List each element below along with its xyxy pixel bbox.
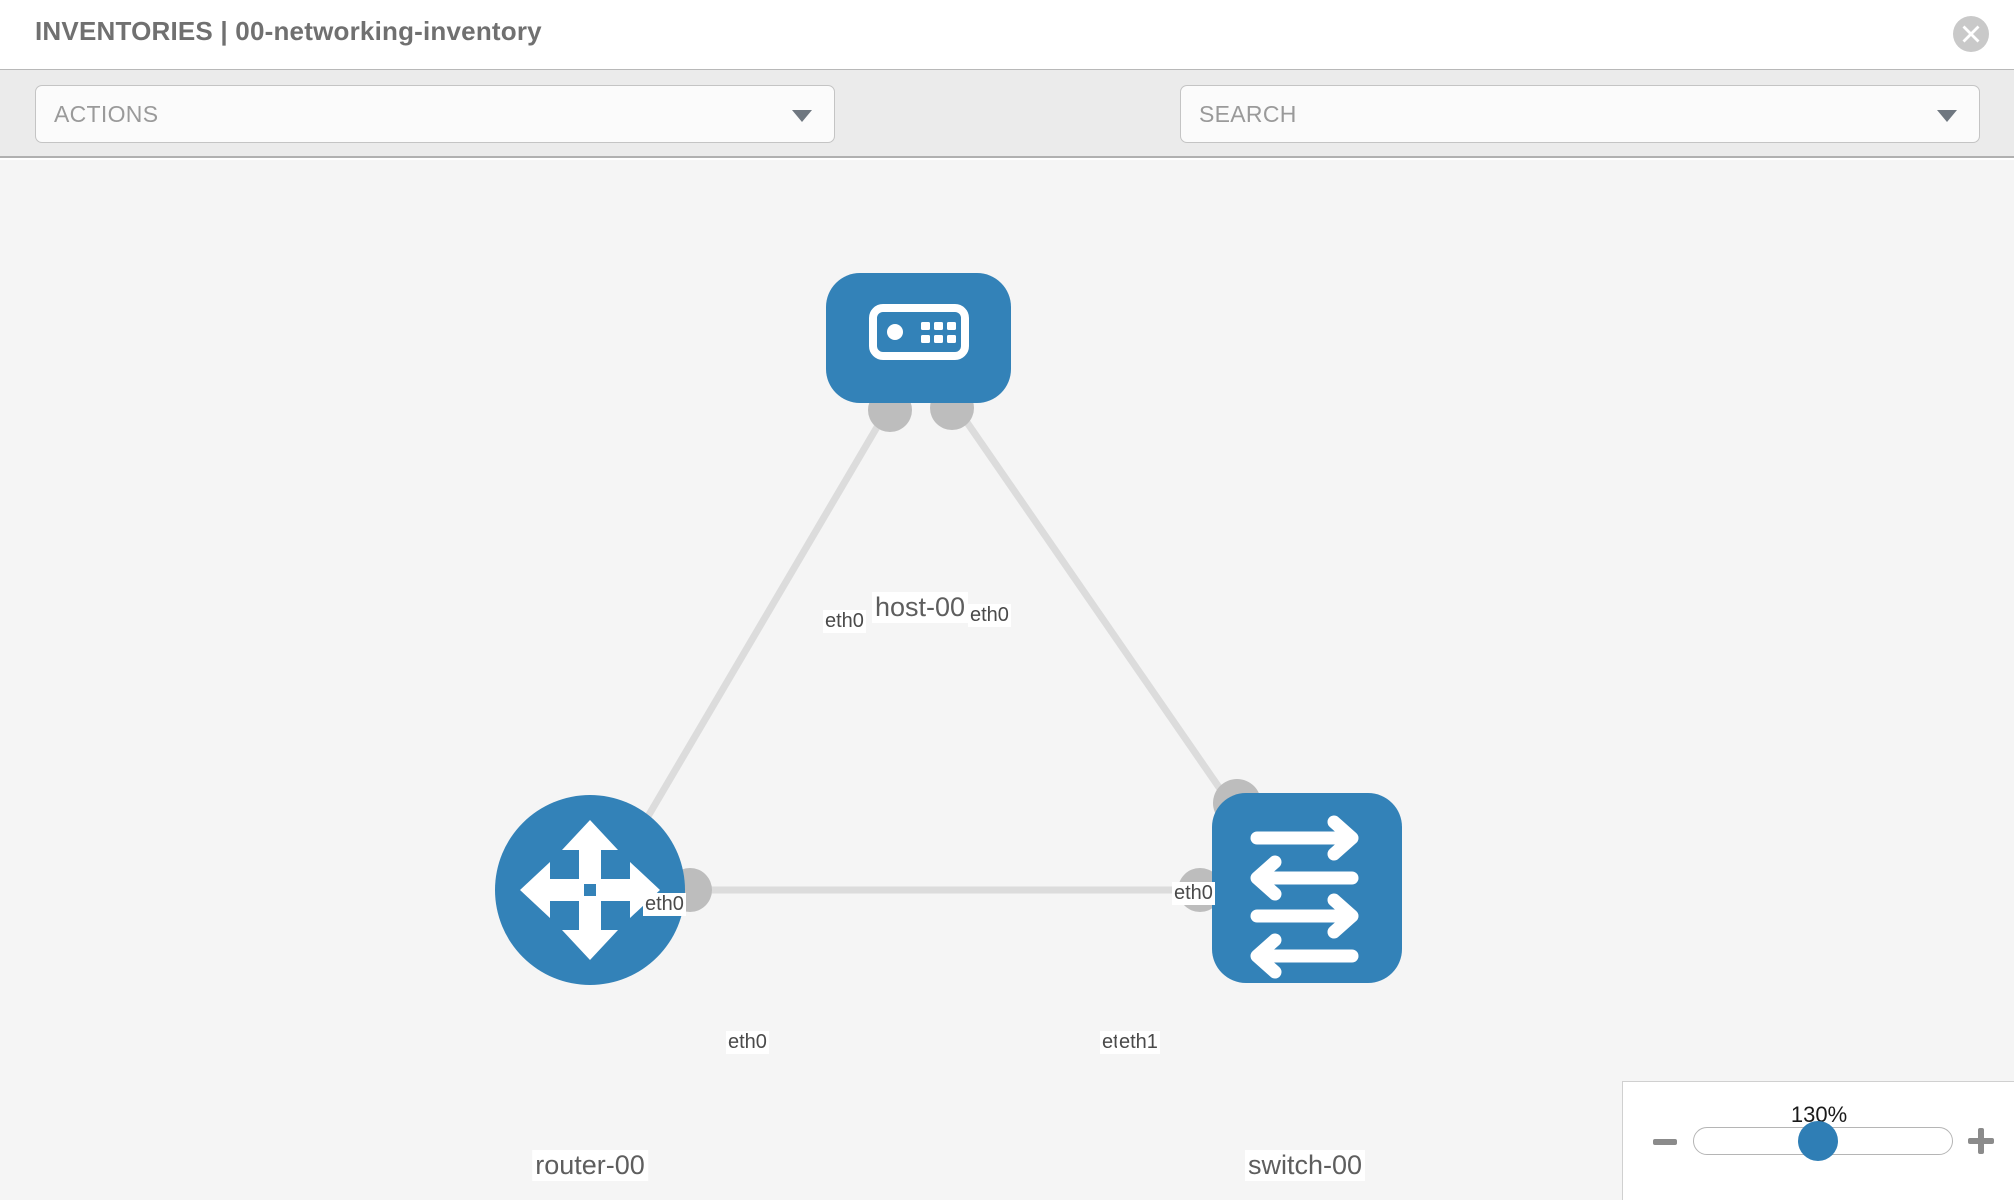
node-router-00 xyxy=(495,795,685,985)
page-title: INVENTORIES | 00-networking-inventory xyxy=(35,16,542,46)
node-switch-00 xyxy=(1212,793,1402,983)
edge-label-router-right: eth0 xyxy=(726,1031,769,1054)
server-icon xyxy=(869,304,969,360)
switch-icon xyxy=(1250,815,1359,979)
toolbar: ACTIONS SEARCH xyxy=(0,69,2014,200)
node-label-host-00: host-00 xyxy=(871,592,969,623)
close-icon[interactable] xyxy=(1953,16,1989,52)
edge-label-host-right: eth0 xyxy=(968,604,1011,627)
edge-label-router-upper: eth0 xyxy=(643,893,686,916)
edge-label-host-left: eth0 xyxy=(823,610,866,633)
actions-dropdown[interactable]: ACTIONS xyxy=(35,85,835,143)
minus-icon[interactable] xyxy=(1653,1139,1677,1145)
topology-edges xyxy=(636,403,1250,894)
node-label-switch-00: switch-00 xyxy=(1244,1150,1366,1181)
plus-icon[interactable] xyxy=(1968,1128,1994,1154)
zoom-panel: 130% xyxy=(1622,1081,2014,1200)
zoom-slider-thumb[interactable] xyxy=(1798,1121,1838,1161)
topology-ports xyxy=(668,386,1261,912)
chevron-down-icon xyxy=(1937,110,1957,122)
node-label-router-00: router-00 xyxy=(532,1150,648,1181)
page-header: INVENTORIES | 00-networking-inventory xyxy=(0,0,2014,69)
search-placeholder: SEARCH xyxy=(1199,101,1297,127)
edge-label-switch-left-b: eth1 xyxy=(1117,1031,1160,1054)
edge-host-switch xyxy=(952,403,1248,827)
topology-canvas[interactable]: host-00 router-00 switch-00 eth0 eth0 et… xyxy=(0,160,2014,1200)
actions-dropdown-label: ACTIONS xyxy=(54,101,159,127)
router-icon xyxy=(520,820,660,960)
edge-host-router xyxy=(636,403,894,832)
node-host-00 xyxy=(826,273,1011,403)
search-input[interactable]: SEARCH xyxy=(1180,85,1980,143)
chevron-down-icon xyxy=(792,110,812,122)
edge-label-switch-upper: eth0 xyxy=(1172,882,1215,905)
